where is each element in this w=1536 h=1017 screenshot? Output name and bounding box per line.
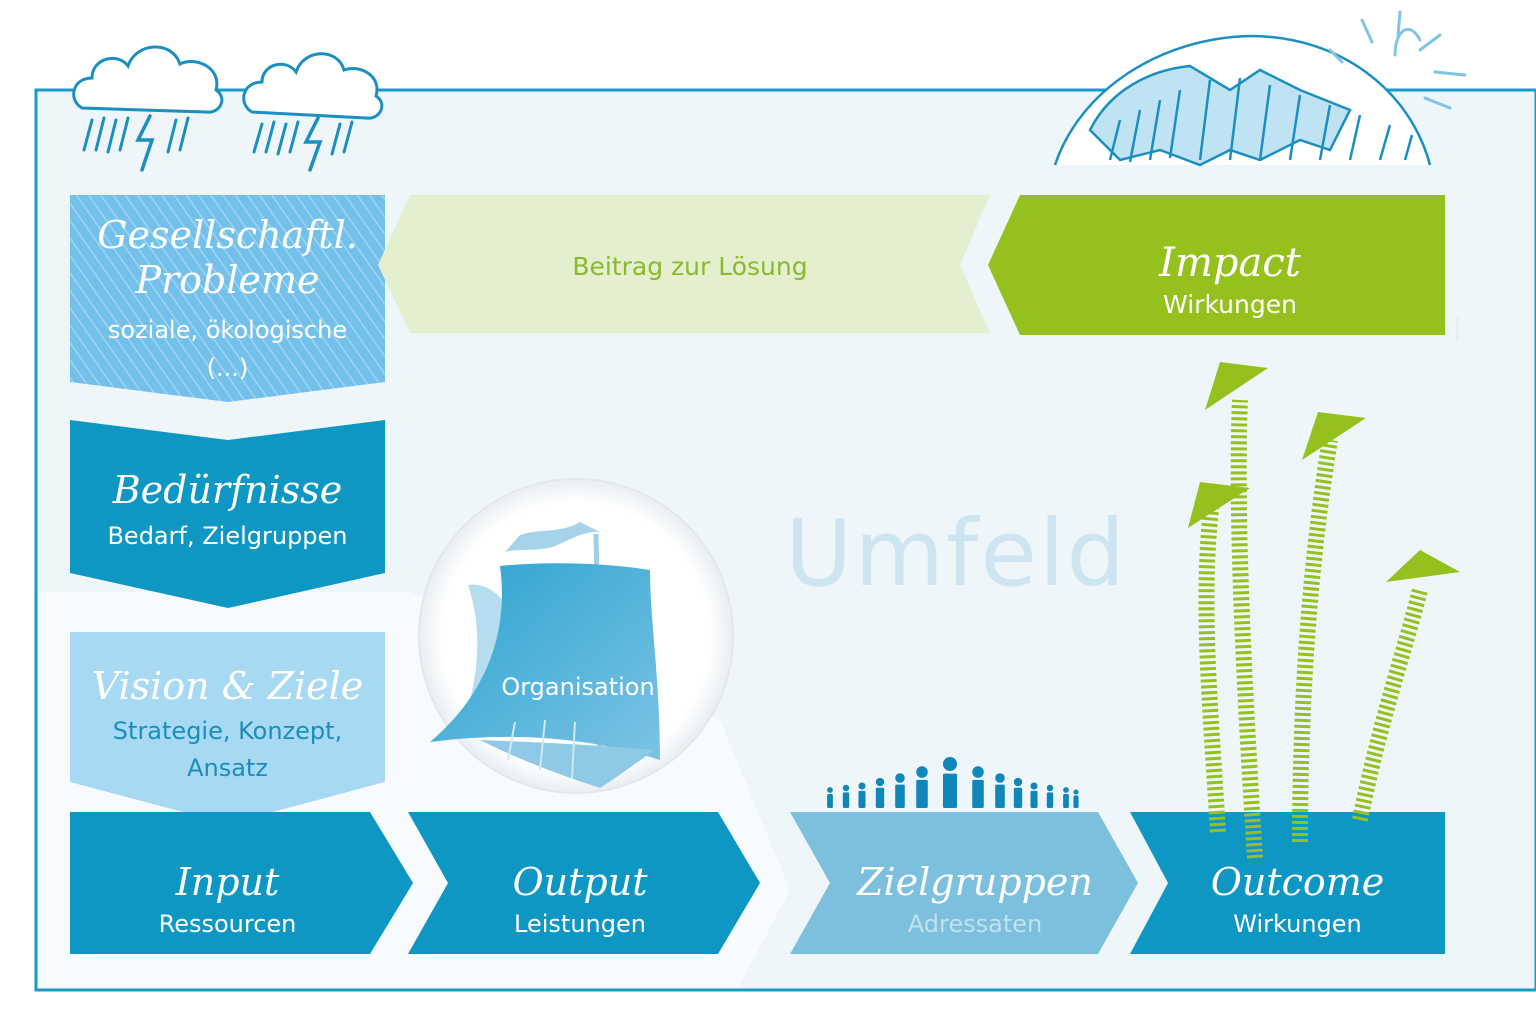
input-title: Input [175, 860, 280, 904]
person-head [827, 787, 833, 793]
sun-rays-icon [1328, 10, 1467, 110]
rain-cloud-icon [242, 52, 384, 172]
problems-title-line1: Gesellschaftl. [97, 213, 358, 257]
person-body [916, 779, 928, 808]
outcome-subtitle: Wirkungen [1233, 910, 1362, 938]
contribution-label: Beitrag zur Lösung [572, 252, 808, 281]
person-body [942, 773, 958, 808]
person-body [875, 787, 885, 808]
person-head [1063, 787, 1069, 793]
impact-arrowhead [1205, 362, 1268, 410]
vision-subtitle-line1: Strategie, Konzept, [112, 717, 343, 745]
person-head [842, 784, 850, 792]
person-body [1030, 790, 1038, 808]
output-block [408, 812, 760, 954]
vision-title: Vision & Ziele [91, 664, 364, 708]
impact-arrowhead [1386, 550, 1460, 582]
vision-subtitle-line2: Ansatz [187, 754, 268, 782]
person-head [1073, 789, 1079, 795]
needs-subtitle: Bedarf, Zielgruppen [107, 522, 348, 550]
impact-subtitle: Wirkungen [1163, 290, 1297, 319]
contribution-arrow [378, 195, 990, 333]
person-head [916, 766, 928, 778]
rain-cloud-icon [72, 45, 224, 172]
person-head [995, 773, 1005, 783]
person-body [972, 779, 984, 808]
target-groups-block [790, 812, 1138, 954]
people-icon [827, 756, 1079, 808]
person-body [895, 784, 905, 808]
impact-arrowhead [1188, 482, 1250, 528]
person-head [858, 782, 866, 790]
vision-block [70, 632, 385, 824]
person-body [827, 793, 833, 808]
impact-arrow [988, 195, 1445, 335]
outcome-block [1130, 812, 1445, 954]
impact-arrowhead [1302, 412, 1366, 460]
person-body [858, 790, 866, 808]
input-subtitle: Ressourcen [158, 910, 297, 938]
problem-block [70, 195, 385, 402]
impact-arc [1352, 588, 1428, 822]
input-block [70, 812, 413, 954]
person-head [1013, 777, 1023, 787]
ship-icon [430, 522, 660, 788]
outcome-title: Outcome [1210, 860, 1385, 904]
impact-arrow-icon [1188, 362, 1460, 859]
needs-title: Bedürfnisse [112, 468, 343, 512]
problems-subtitle-line2: (...) [206, 354, 249, 382]
impact-arc [1198, 499, 1226, 833]
person-body [1063, 793, 1069, 808]
person-body [842, 792, 850, 808]
person-body [1073, 795, 1079, 808]
person-body [1013, 787, 1023, 808]
output-subtitle: Leistungen [514, 910, 646, 938]
person-head [875, 777, 885, 787]
target-groups-title: Zielgruppen [857, 860, 1093, 904]
organisation-label: Organisation [501, 673, 655, 701]
person-head [895, 773, 905, 783]
person-head [972, 766, 984, 778]
person-body [1046, 792, 1054, 808]
impact-title: Impact [1159, 240, 1301, 286]
person-body [995, 784, 1005, 808]
output-title: Output [512, 860, 648, 904]
environment-label: Umfeld [785, 500, 1127, 607]
person-head [942, 756, 958, 772]
needs-block [70, 420, 385, 608]
person-head [1030, 782, 1038, 790]
globe-icon [1053, 34, 1432, 167]
person-head [1046, 784, 1054, 792]
problems-subtitle-line1: soziale, ökologische [107, 316, 348, 344]
target-groups-subtitle: Adressaten [907, 910, 1043, 938]
problems-title-line2: Probleme [135, 258, 320, 302]
